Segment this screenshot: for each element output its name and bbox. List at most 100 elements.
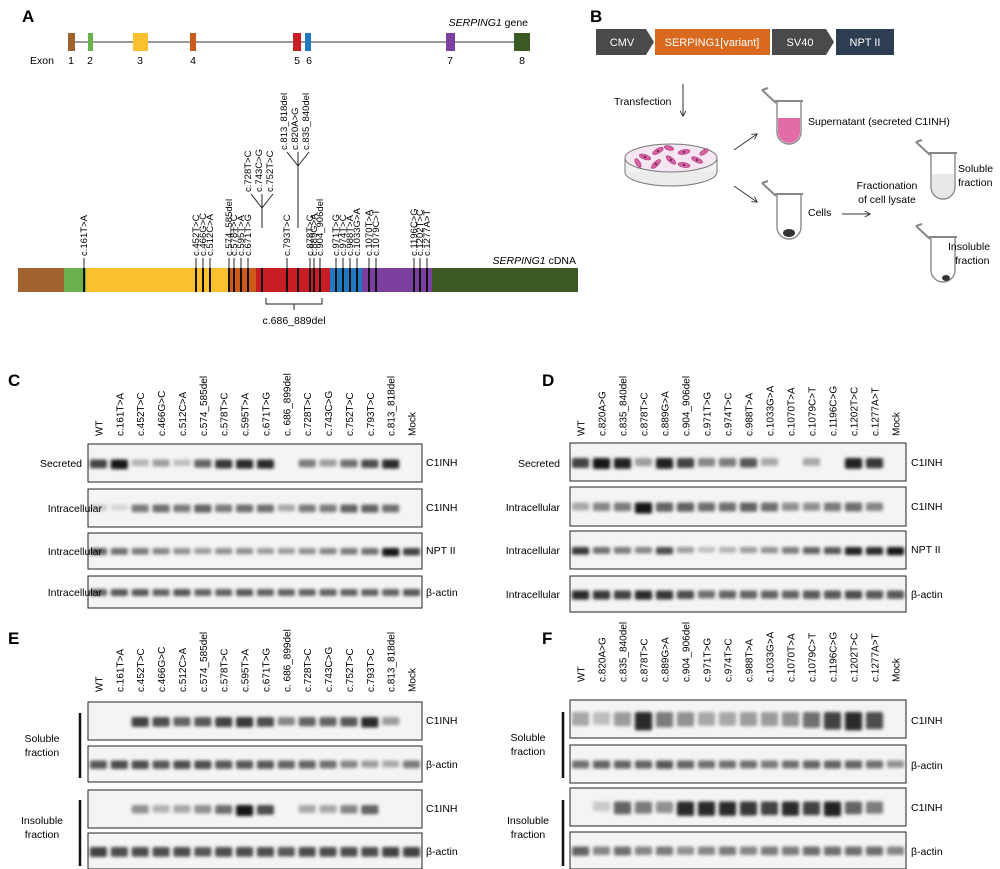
blot-band xyxy=(298,847,316,857)
blot-band xyxy=(865,760,884,769)
panel-d-lane-label: c.904_906del xyxy=(682,376,693,436)
cdna-segment-exon-2 xyxy=(64,268,86,292)
panel-c-lane-label: c.574_585del xyxy=(199,376,210,436)
blot-band xyxy=(592,712,611,725)
blot-band xyxy=(718,547,737,553)
exon-1 xyxy=(68,33,75,51)
blot-band xyxy=(110,548,128,555)
exon-5 xyxy=(293,33,301,51)
blot-band xyxy=(697,590,716,599)
blot-band xyxy=(382,548,400,557)
panel-d-row-label: Intracellular xyxy=(506,589,561,601)
variant-label: c.835_840del xyxy=(301,93,312,150)
blot-band xyxy=(131,504,149,513)
blot-band xyxy=(655,712,674,728)
blot-band xyxy=(110,847,128,857)
blot-band xyxy=(361,760,379,768)
blot-band xyxy=(739,590,758,599)
blot-band xyxy=(173,504,191,513)
panel-e-lane-label: c.595T>A xyxy=(241,649,252,692)
panel-c-lane-label: c.793T>C xyxy=(366,392,377,436)
blot-band xyxy=(361,589,379,596)
panel-letter-d: D xyxy=(542,371,554,390)
cell-culture-dish-icon xyxy=(624,143,718,187)
blot-band xyxy=(613,712,632,727)
blot-band xyxy=(697,547,716,553)
deletion-bracket: c.686_889del xyxy=(262,298,326,327)
panel-d-lane-label: c.889G>A xyxy=(661,391,672,436)
blot-band xyxy=(571,760,590,769)
blot-band xyxy=(340,847,358,857)
blot-band xyxy=(236,805,254,816)
variant-label: c.1277A>T xyxy=(422,210,433,256)
panel-d-actin-label: β-actin xyxy=(911,589,943,601)
panel-f-lane-label: c.988T>A xyxy=(745,639,756,682)
blot-band xyxy=(571,547,590,555)
exon-number: 5 xyxy=(294,55,300,67)
variant-label: c.595T>A xyxy=(236,214,247,256)
exon-axis-label: Exon xyxy=(30,55,54,67)
blot-band xyxy=(110,459,128,470)
blot-band xyxy=(131,847,149,857)
blot-band xyxy=(592,590,611,600)
blot-band xyxy=(613,502,632,512)
exon-number: 4 xyxy=(190,55,196,67)
blot-band xyxy=(110,589,128,597)
blot-band xyxy=(319,459,337,467)
variant-label: c.878T>C xyxy=(305,214,316,256)
blot-band xyxy=(277,548,295,555)
panel-d-lane-label: c.1277A>T xyxy=(871,387,882,436)
blot-band xyxy=(152,805,170,813)
blot-band xyxy=(844,458,863,469)
blot-band xyxy=(152,589,170,596)
blot-band xyxy=(277,504,295,512)
blot-band xyxy=(89,589,107,596)
blot-band xyxy=(592,547,611,554)
panel-f-lane-label: Mock xyxy=(892,657,903,682)
panel-f-lane-label: c.1196C>G xyxy=(829,632,840,682)
panel-c-lane-label: c.512C>A xyxy=(178,391,189,436)
blot-band xyxy=(173,589,191,597)
variant-label: c.452T>C xyxy=(191,214,202,256)
blot-band xyxy=(152,504,170,513)
blot-band xyxy=(760,590,779,599)
panel-e-lane-label: Mock xyxy=(408,667,419,692)
blot-band xyxy=(215,847,233,857)
blot-band xyxy=(886,846,905,856)
panel-d-lane-label: c.1196C>G xyxy=(829,386,840,436)
construct-label-npt: NPT II xyxy=(850,37,881,49)
panel-e-lane-label: c.793T>C xyxy=(366,648,377,692)
blot-band xyxy=(844,712,863,731)
blot-band xyxy=(152,459,170,467)
blot-band xyxy=(236,548,254,555)
panel-d-lane-label: c.971T>G xyxy=(703,392,714,436)
blot-band xyxy=(340,504,358,513)
panel-d-c1inh-label: C1INH xyxy=(911,457,943,469)
panel-e-lane-label: c.743C>G xyxy=(324,646,335,692)
panel-letter-b: B xyxy=(590,7,602,26)
blot-band xyxy=(89,548,107,555)
blot-band xyxy=(613,760,632,769)
blot-band xyxy=(173,847,191,857)
blot-band xyxy=(844,547,863,556)
blot-band xyxy=(340,459,358,468)
exon-number: 3 xyxy=(137,55,143,67)
panel-c-lane-label: c.595T>A xyxy=(241,393,252,436)
blot-band xyxy=(676,590,695,600)
panel-e-c1inh-label: C1INH xyxy=(426,803,458,815)
blot-band xyxy=(655,458,674,469)
blot-band xyxy=(256,760,274,769)
blot-band xyxy=(739,502,758,512)
blot-band xyxy=(739,801,758,816)
gene-title: SERPING1 gene xyxy=(449,17,529,29)
blot-band xyxy=(802,590,821,599)
blot-band xyxy=(760,712,779,727)
panel-c-row-label: Intracellular xyxy=(48,503,103,515)
variant-label: c.728T>C xyxy=(243,150,254,192)
panel-c-actin-label: β-actin xyxy=(426,587,458,599)
blot-band xyxy=(194,504,212,513)
blot-band xyxy=(403,760,421,769)
